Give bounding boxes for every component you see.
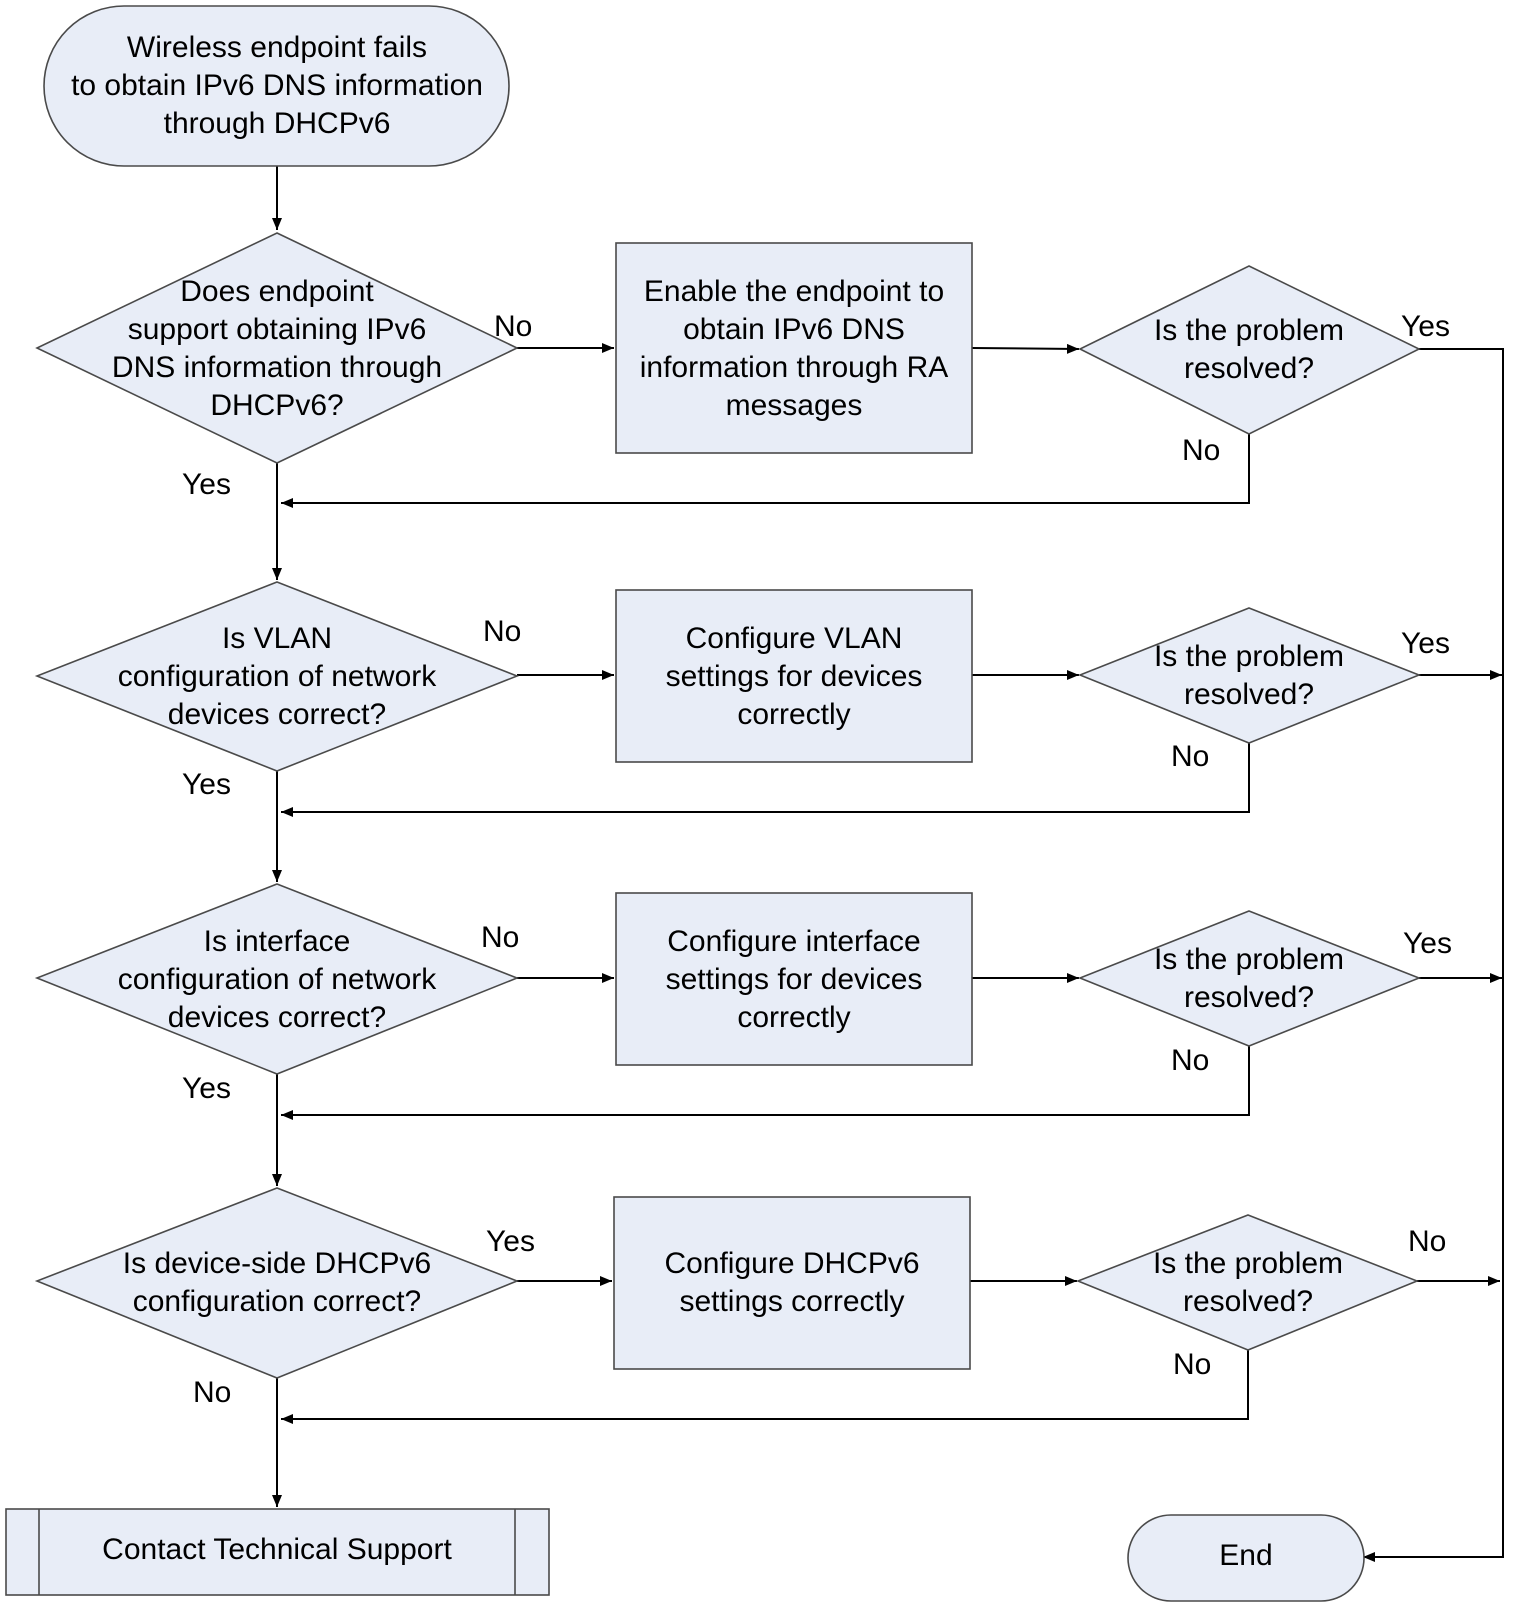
q3-no-label: No: [481, 921, 519, 954]
a2-line-0: Configure VLAN: [686, 622, 903, 655]
process-enable-ra: [615, 242, 973, 454]
a4-line-1: settings correctly: [679, 1285, 904, 1318]
a1-line-0: Enable the endpoint to: [644, 275, 944, 308]
r1-no-label: No: [1182, 434, 1220, 467]
start-line-1: to obtain IPv6 DNS information: [71, 69, 483, 102]
q4-label: Is device-side DHCPv6 configuration corre…: [123, 1247, 431, 1318]
q2-no-label: No: [483, 615, 521, 648]
r4-line-1: resolved?: [1183, 1285, 1313, 1318]
r3-line-1: resolved?: [1184, 981, 1314, 1014]
q3-line-0: Is interface: [204, 925, 351, 958]
a3-line-2: correctly: [737, 1001, 850, 1034]
connectors: [272, 166, 1504, 1562]
edge-r2-no: [281, 743, 1250, 817]
process-configure-vlan: [615, 589, 973, 763]
r1-label: Is the problem resolved?: [1154, 314, 1344, 385]
r2-no-label: No: [1171, 740, 1209, 773]
r2-yes-label: Yes: [1401, 627, 1450, 660]
edge-r1-yes-end: [1363, 348, 1504, 1562]
support-line-0: Contact Technical Support: [102, 1533, 452, 1566]
end-terminator: [1127, 1514, 1365, 1602]
q2-label: Is VLAN configuration of network devices c…: [118, 622, 438, 731]
a4-label: Configure DHCPv6 settings correctly: [664, 1247, 919, 1318]
a2-line-1: settings for devices: [666, 660, 923, 693]
edge-r4-no-down: [281, 1350, 1249, 1424]
decision-resolved-3: [1077, 910, 1422, 1047]
q3-line-2: devices correct?: [168, 1001, 386, 1034]
decision-interface-config: [34, 883, 520, 1075]
r2-line-1: resolved?: [1184, 678, 1314, 711]
a2-line-2: correctly: [737, 698, 850, 731]
q3-label: Is interface configuration of network devi…: [118, 925, 438, 1034]
q1-yes-label: Yes: [182, 468, 231, 501]
r3-line-0: Is the problem: [1154, 943, 1344, 976]
q2-line-2: devices correct?: [168, 698, 386, 731]
process-configure-dhcpv6: [613, 1196, 971, 1370]
start-terminator: [43, 5, 510, 167]
q1-line-2: DNS information through: [112, 351, 442, 384]
q1-line-3: DHCPv6?: [210, 389, 343, 422]
r4-no-right-label: No: [1408, 1225, 1446, 1258]
a2-label: Configure VLAN settings for devices correc…: [666, 622, 923, 731]
end-label: End: [1219, 1539, 1272, 1572]
a3-line-1: settings for devices: [666, 963, 923, 996]
q1-line-1: support obtaining IPv6: [128, 313, 427, 346]
a1-label: Enable the endpoint to obtain IPv6 DNS inf…: [640, 275, 949, 422]
r1-line-0: Is the problem: [1154, 314, 1344, 347]
r4-no-down-label: No: [1173, 1348, 1211, 1381]
q4-yes-label: Yes: [486, 1225, 535, 1258]
r2-line-0: Is the problem: [1154, 640, 1344, 673]
r1-yes-label: Yes: [1401, 310, 1450, 343]
decision-resolved-1: [1078, 265, 1421, 435]
r1-line-1: resolved?: [1184, 352, 1314, 385]
q1-line-0: Does endpoint: [180, 275, 374, 308]
start-line-2: through DHCPv6: [164, 107, 391, 140]
process-configure-interface: [615, 892, 973, 1066]
r4-label: Is the problem resolved?: [1153, 1247, 1343, 1318]
q2-line-1: configuration of network: [118, 660, 438, 693]
r3-yes-label: Yes: [1403, 927, 1452, 960]
shapes: [5, 5, 1422, 1602]
start-line-0: Wireless endpoint fails: [127, 31, 427, 64]
start-label: Wireless endpoint fails to obtain IPv6 DN…: [71, 31, 483, 140]
q4-line-0: Is device-side DHCPv6: [123, 1247, 431, 1280]
r2-label: Is the problem resolved?: [1154, 640, 1344, 711]
r3-label: Is the problem resolved?: [1154, 943, 1344, 1014]
predefined-process-support: [5, 1508, 550, 1596]
decision-vlan-config: [34, 581, 520, 772]
edge-r1-no: [281, 434, 1250, 508]
decision-resolved-2: [1077, 607, 1422, 744]
q2-yes-label: Yes: [182, 768, 231, 801]
decision-resolved-4: [1075, 1214, 1420, 1351]
q3-line-1: configuration of network: [118, 963, 438, 996]
r4-line-0: Is the problem: [1153, 1247, 1343, 1280]
end-line-0: End: [1219, 1539, 1272, 1572]
a4-line-0: Configure DHCPv6: [664, 1247, 919, 1280]
edge-r3-no: [281, 1046, 1250, 1120]
a1-line-3: messages: [726, 389, 863, 422]
node-labels: Wireless endpoint fails to obtain IPv6 DN…: [71, 31, 1344, 1572]
q2-line-0: Is VLAN: [222, 622, 332, 655]
edge-labels: No Yes Yes No No Yes Yes No No Yes Yes N…: [182, 310, 1452, 1409]
q3-yes-label: Yes: [182, 1072, 231, 1105]
edge-a1-r1: [971, 343, 1080, 354]
a3-label: Configure interface settings for devices c…: [666, 925, 923, 1034]
a3-line-0: Configure interface: [667, 925, 920, 958]
r3-no-label: No: [1171, 1044, 1209, 1077]
support-label: Contact Technical Support: [102, 1533, 452, 1566]
a1-line-2: information through RA: [640, 351, 949, 384]
decision-dhcpv6-config: [34, 1187, 520, 1379]
q4-line-1: configuration correct?: [133, 1285, 422, 1318]
q1-no-label: No: [494, 310, 532, 343]
q4-no-label: No: [193, 1376, 231, 1409]
a1-line-1: obtain IPv6 DNS: [683, 313, 905, 346]
decision-endpoint-support: [35, 232, 519, 464]
